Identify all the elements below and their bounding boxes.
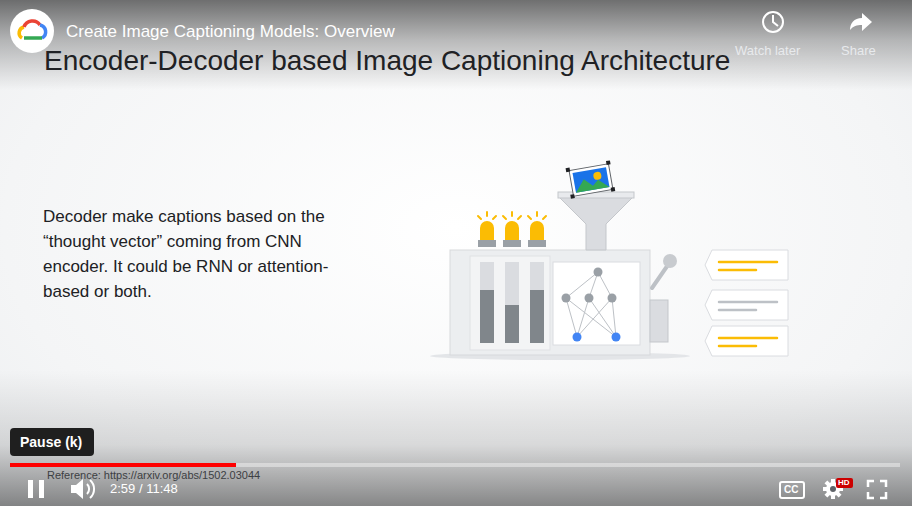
hd-badge-text: HD bbox=[838, 478, 851, 488]
watch-later-label: Watch later bbox=[735, 43, 800, 58]
captions-button-text: CC bbox=[784, 484, 800, 496]
time-display: 2:59 / 11:48 bbox=[110, 481, 178, 496]
hd-badge: HD bbox=[836, 478, 853, 488]
reference-note: Reference: https://arxiv.org/abs/1502.03… bbox=[47, 469, 260, 481]
share-label: Share bbox=[841, 43, 876, 58]
slide-body-text: Decoder make captions based on the “thou… bbox=[43, 204, 365, 304]
video-title: Create Image Captioning Models: Overview bbox=[66, 22, 395, 42]
pause-tooltip-text: Pause (k) bbox=[20, 434, 84, 450]
slide-title: Encoder-Decoder based Image Captioning A… bbox=[44, 45, 730, 77]
captions-button: CC bbox=[779, 481, 805, 499]
pause-tooltip: Pause (k) bbox=[10, 428, 94, 456]
